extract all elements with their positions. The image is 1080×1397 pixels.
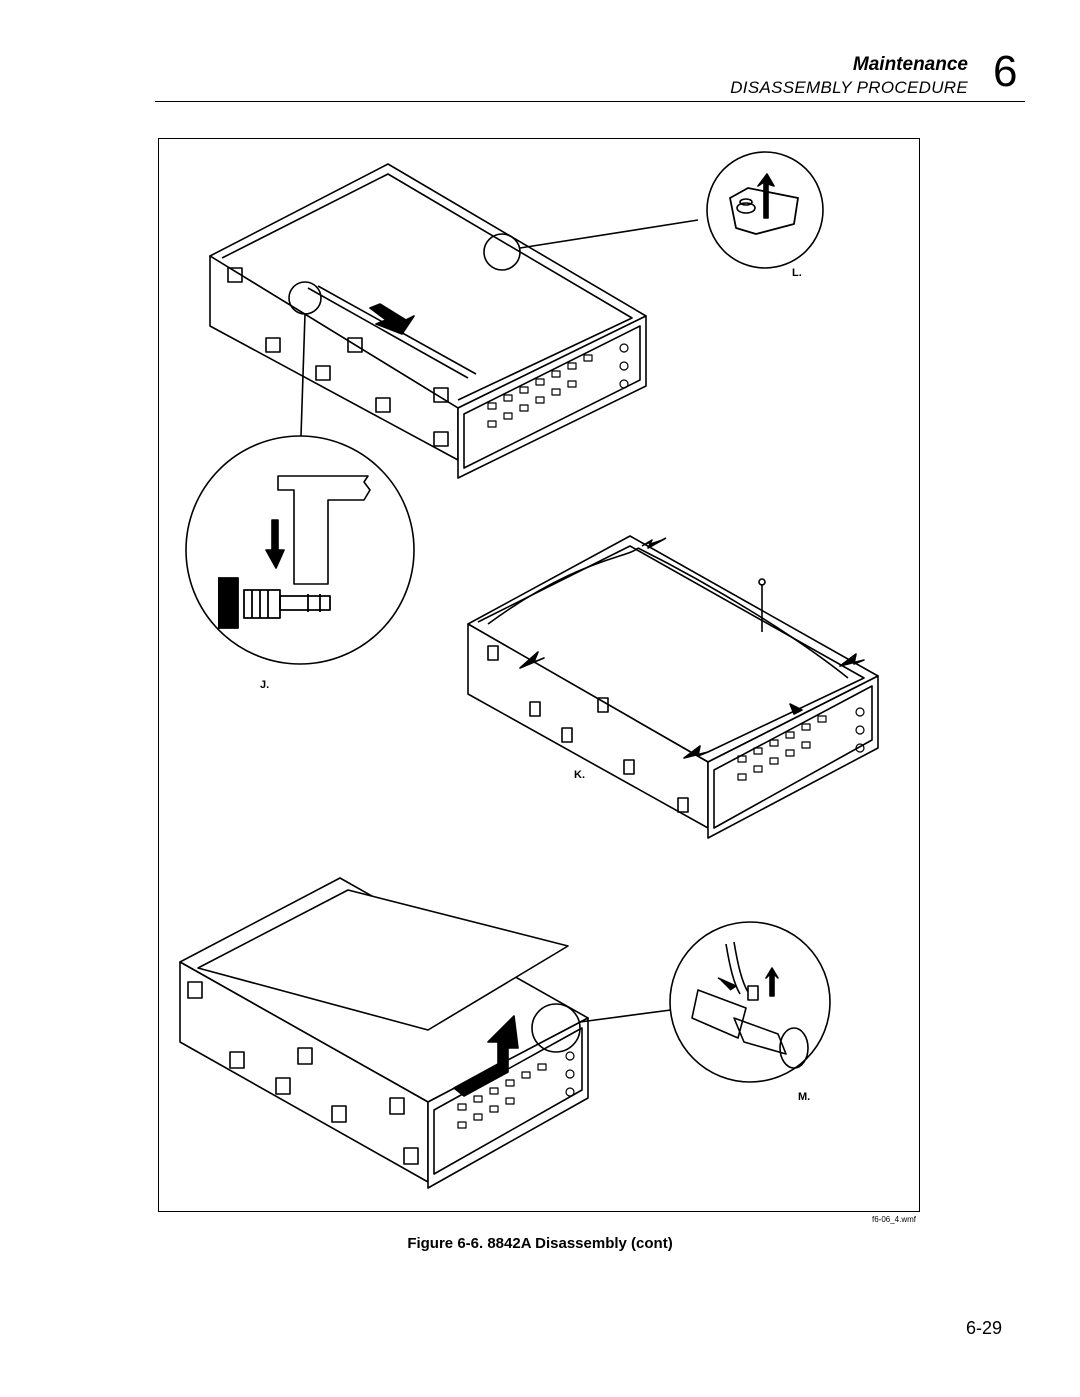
step-label-k: K. [574,769,585,781]
step-label-l: L. [792,267,802,279]
detail-j [185,435,415,665]
subsection-title: DISASSEMBLY PROCEDURE [730,78,968,97]
unit-top [209,163,699,479]
detail-m [669,921,831,1083]
figure-frame [158,138,920,1212]
unit-middle [467,535,879,839]
chapter-number: 6 [993,47,1018,96]
step-label-j: J. [260,679,269,691]
disassembly-illustration: L. J. K. M. [179,151,879,1189]
step-label-m: M. [798,1091,810,1103]
page-number: 6-29 [966,1318,1003,1338]
detail-l [706,151,824,269]
unit-bottom [179,877,687,1189]
figure-file-reference: f6-06_4.wmf [872,1215,917,1224]
header-rule [155,101,1025,102]
figure-caption: Figure 6-6. 8842A Disassembly (cont) [407,1235,673,1252]
section-title: Maintenance [852,54,968,75]
